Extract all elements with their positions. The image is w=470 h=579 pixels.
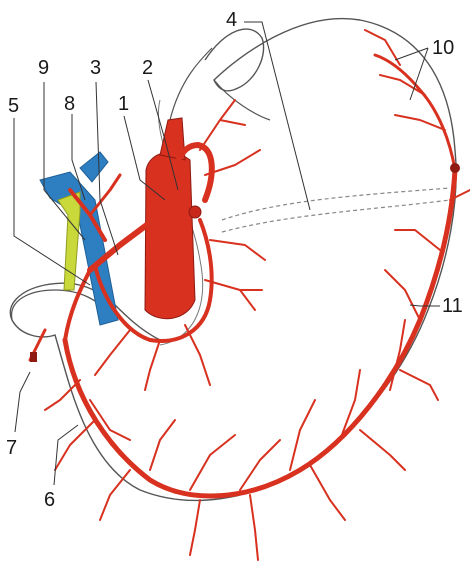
label-2: 2 [142, 58, 153, 78]
label-6: 6 [44, 490, 55, 510]
twig [100, 470, 130, 520]
label-11: 11 [442, 296, 463, 316]
twig [190, 435, 235, 490]
vessel-node [30, 352, 37, 362]
short-gastric-artery [375, 55, 455, 170]
leader-10a [395, 48, 428, 60]
portal-vein-branch [80, 152, 108, 182]
vessel-node [189, 206, 201, 218]
label-9: 9 [38, 58, 49, 78]
twig [145, 340, 160, 390]
twig [290, 400, 315, 470]
twig [45, 380, 80, 410]
label-4: 4 [226, 10, 237, 30]
fundus-outline [170, 48, 270, 120]
aorta [145, 153, 195, 319]
twig [210, 240, 265, 260]
label-5: 5 [8, 96, 19, 116]
leader-lines [14, 22, 440, 485]
leader-4 [244, 22, 310, 210]
twig [360, 430, 405, 470]
twig [250, 495, 258, 560]
twig [200, 100, 245, 150]
leader-7 [15, 372, 30, 432]
twig [95, 330, 130, 375]
label-1: 1 [118, 94, 129, 114]
stomach-outline [10, 19, 456, 501]
hepatic-branch [90, 175, 120, 215]
twig [395, 230, 440, 250]
label-8: 8 [64, 94, 75, 114]
right-gastroepiploic-artery [65, 170, 455, 496]
vessel-node [450, 163, 460, 173]
dashed-line-4b [222, 200, 450, 232]
twig [310, 465, 345, 520]
twig [385, 270, 420, 320]
twig [150, 420, 175, 470]
twig [185, 325, 210, 385]
label-10: 10 [432, 38, 454, 58]
twig [190, 500, 200, 555]
twig [380, 75, 425, 95]
label-7: 7 [6, 438, 17, 458]
label-3: 3 [90, 58, 101, 78]
bile-duct [58, 192, 80, 290]
leader-6 [54, 425, 78, 485]
twig [400, 370, 438, 400]
